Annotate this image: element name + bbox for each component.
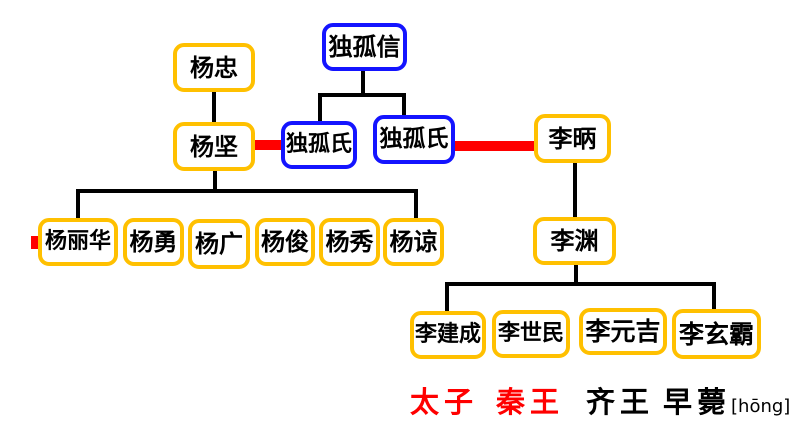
node-li-yuanji: 李元吉: [579, 308, 667, 355]
annotation-zaohong: 早薨[hōng]: [663, 385, 791, 419]
line-yangzhong-to-yangjian: [212, 90, 216, 124]
node-dugu-shi-2: 独孤氏: [373, 115, 455, 164]
annotation-qiwang: 齐王: [586, 385, 655, 419]
node-li-jiancheng: 李建成: [410, 311, 486, 359]
annotation-taizi: 太子: [410, 385, 479, 419]
node-yang-lihua: 杨丽华: [38, 218, 118, 266]
node-yang-xiu: 杨秀: [319, 218, 380, 266]
node-dugu-xin: 独孤信: [322, 23, 407, 71]
node-yang-jun: 杨俊: [255, 218, 315, 266]
node-yang-zhong: 杨忠: [173, 43, 255, 92]
node-li-shimin: 李世民: [492, 310, 570, 358]
stub-to-dugushi-1: [318, 93, 322, 124]
node-yang-jian: 杨坚: [173, 122, 255, 171]
line-liyuan-down: [574, 264, 578, 284]
stub-yang-children-right: [414, 189, 418, 220]
marriage-line-dugushi-libing: [452, 141, 537, 151]
bar-li-children: [445, 282, 716, 286]
node-dugu-shi-1: 独孤氏: [281, 121, 357, 169]
node-li-bing: 李昞: [534, 114, 611, 163]
marriage-stub-yanglihua: [31, 236, 38, 249]
node-li-xuanba: 李玄霸: [672, 309, 761, 359]
line-libing-to-liyuan: [573, 161, 577, 219]
annotation-qinwang: 秦王: [496, 385, 565, 419]
bar-yang-children: [76, 189, 418, 193]
node-yang-guang: 杨广: [188, 219, 250, 269]
bar-dugu-daughters: [318, 93, 406, 97]
annotation-hong-pinyin: [hōng]: [731, 396, 791, 417]
stub-yang-children-left: [76, 189, 80, 220]
node-yang-yong: 杨勇: [123, 218, 184, 266]
marriage-line-yangjian-dugushi: [252, 140, 284, 150]
line-yangjian-down: [213, 169, 217, 192]
stub-li-children-left: [445, 282, 449, 313]
stub-to-dugushi-2: [402, 93, 406, 118]
node-li-yuan: 李渊: [533, 217, 616, 265]
stub-li-children-right: [712, 282, 716, 311]
node-yang-liang: 杨谅: [383, 218, 444, 266]
annotation-zaohong-text: 早薨: [663, 385, 732, 419]
line-duguxin-down: [361, 70, 365, 96]
